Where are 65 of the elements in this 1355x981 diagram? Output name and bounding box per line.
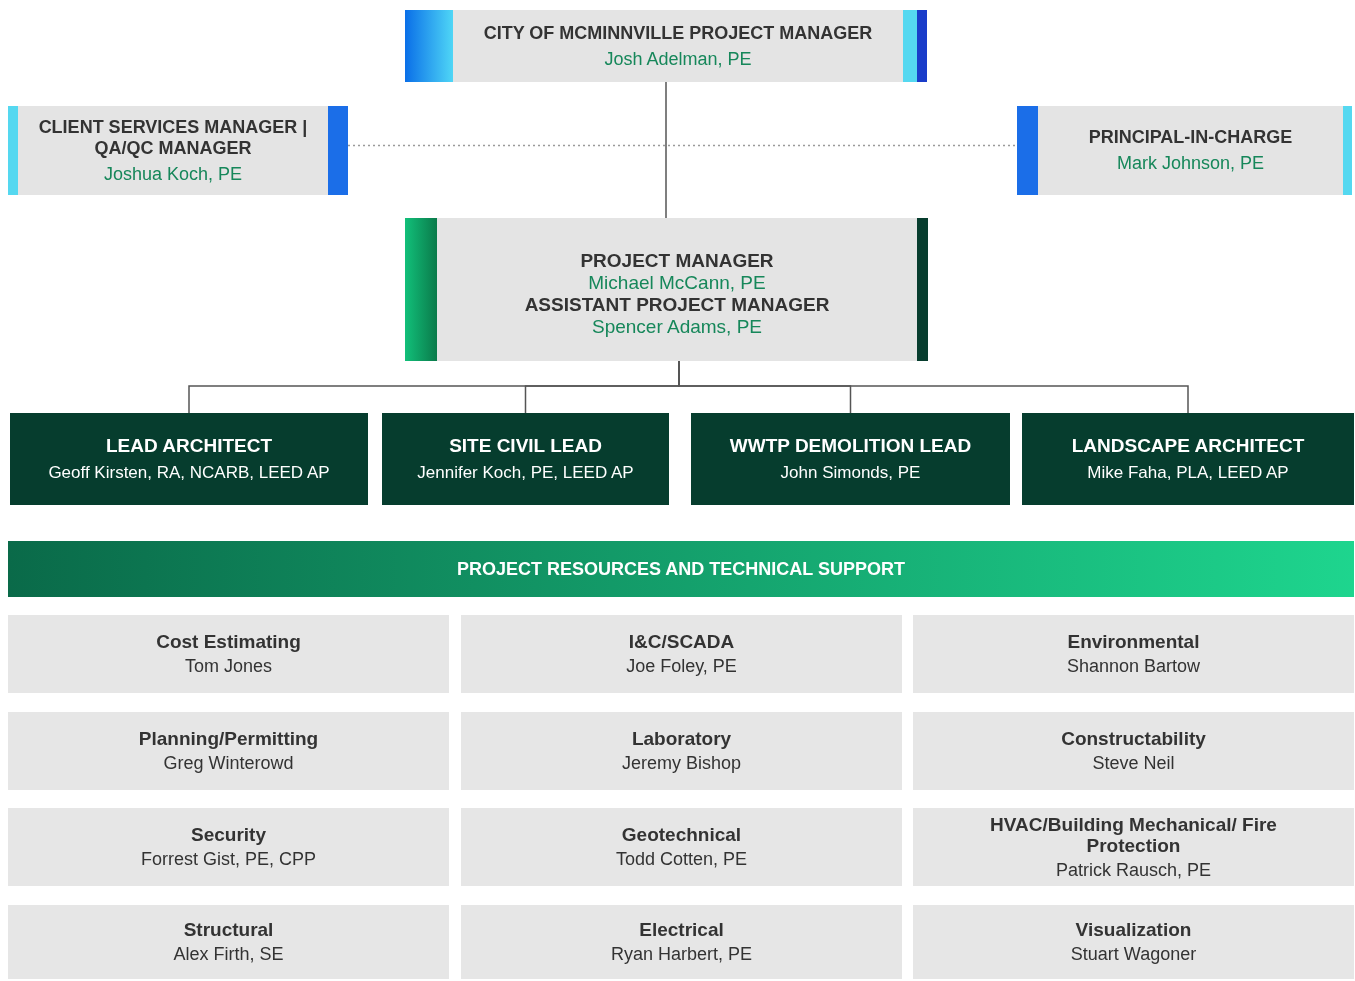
lead-box — [382, 413, 669, 505]
role-title: Electrical — [639, 919, 724, 940]
role-title: WWTP DEMOLITION LEAD — [729, 435, 972, 457]
resource-box — [461, 712, 902, 790]
person-name: Jennifer Koch, PE, LEED AP — [417, 463, 634, 483]
role-title: Laboratory — [631, 728, 732, 749]
role-title: LEAD ARCHITECT — [105, 435, 273, 457]
role-title: PROJECT MANAGER — [580, 249, 774, 272]
role-title: SITE CIVIL LEAD — [449, 435, 602, 457]
lead-box — [10, 413, 368, 505]
role-box — [405, 10, 927, 82]
connector-line — [665, 81, 667, 219]
person-name: Josh Adelman, PE — [604, 48, 752, 70]
person-name: Steve Neil — [1092, 753, 1175, 774]
role-title: Structural — [183, 919, 274, 940]
role-title: I&C/SCADA — [628, 631, 735, 652]
person-name: Joe Foley, PE — [626, 656, 737, 677]
person-name: Spencer Adams, PE — [591, 315, 762, 338]
resource-box — [8, 808, 449, 886]
role-title: Environmental — [1067, 631, 1200, 652]
resource-box — [8, 712, 449, 790]
person-name: Tom Jones — [184, 656, 272, 677]
lead-box — [691, 413, 1010, 505]
person-name: Mark Johnson, PE — [1116, 153, 1265, 174]
person-name: Jeremy Bishop — [621, 753, 742, 774]
person-name: Michael McCann, PE — [588, 271, 766, 294]
resource-box — [913, 712, 1354, 790]
lead-box — [1022, 413, 1354, 505]
person-name: Patrick Rausch, PE — [1055, 859, 1212, 881]
section-banner — [8, 541, 1354, 597]
person-name: Joshua Koch, PE — [103, 163, 243, 185]
role-title: Visualization — [1075, 919, 1192, 940]
person-name: Greg Winterowd — [163, 753, 294, 774]
manager-box — [405, 218, 928, 361]
role-title: Cost Estimating — [156, 631, 301, 652]
person-name: Ryan Harbert, PE — [610, 944, 753, 965]
person-name: Todd Cotten, PE — [615, 849, 748, 870]
role-title: PRINCIPAL-IN-CHARGE — [1088, 127, 1293, 148]
resource-box — [8, 615, 449, 693]
role-title: Planning/Permitting — [138, 728, 319, 749]
role-title: CLIENT SERVICES MANAGER | QA/QC MANAGER — [37, 116, 309, 159]
resource-box — [461, 905, 902, 979]
resource-box — [913, 808, 1354, 886]
role-title: PROJECT RESOURCES AND TECHNICAL SUPPORT — [456, 558, 906, 580]
person-name: Shannon Bartow — [1066, 656, 1201, 677]
role-box — [1017, 106, 1352, 195]
person-name: Alex Firth, SE — [173, 944, 284, 965]
resource-box — [913, 905, 1354, 979]
role-box — [8, 106, 348, 195]
person-name: John Simonds, PE — [780, 463, 921, 483]
role-title: LANDSCAPE ARCHITECT — [1071, 435, 1305, 457]
person-name: Stuart Wagoner — [1070, 944, 1197, 965]
role-title: ASSISTANT PROJECT MANAGER — [524, 293, 830, 316]
role-title: Geotechnical — [621, 824, 742, 845]
resource-box — [461, 615, 902, 693]
person-name: Forrest Gist, PE, CPP — [140, 849, 316, 870]
resource-box — [8, 905, 449, 979]
role-title: HVAC/Building Mechanical/ Fire Protection — [989, 813, 1278, 856]
resource-box — [913, 615, 1354, 693]
role-title: Security — [191, 824, 266, 845]
person-name: Mike Faha, PLA, LEED AP — [1087, 463, 1289, 483]
person-name: Geoff Kirsten, RA, NCARB, LEED AP — [48, 463, 330, 483]
resource-box — [461, 808, 902, 886]
role-title: Constructability — [1061, 728, 1206, 749]
role-title: CITY OF MCMINNVILLE PROJECT MANAGER — [483, 22, 873, 44]
